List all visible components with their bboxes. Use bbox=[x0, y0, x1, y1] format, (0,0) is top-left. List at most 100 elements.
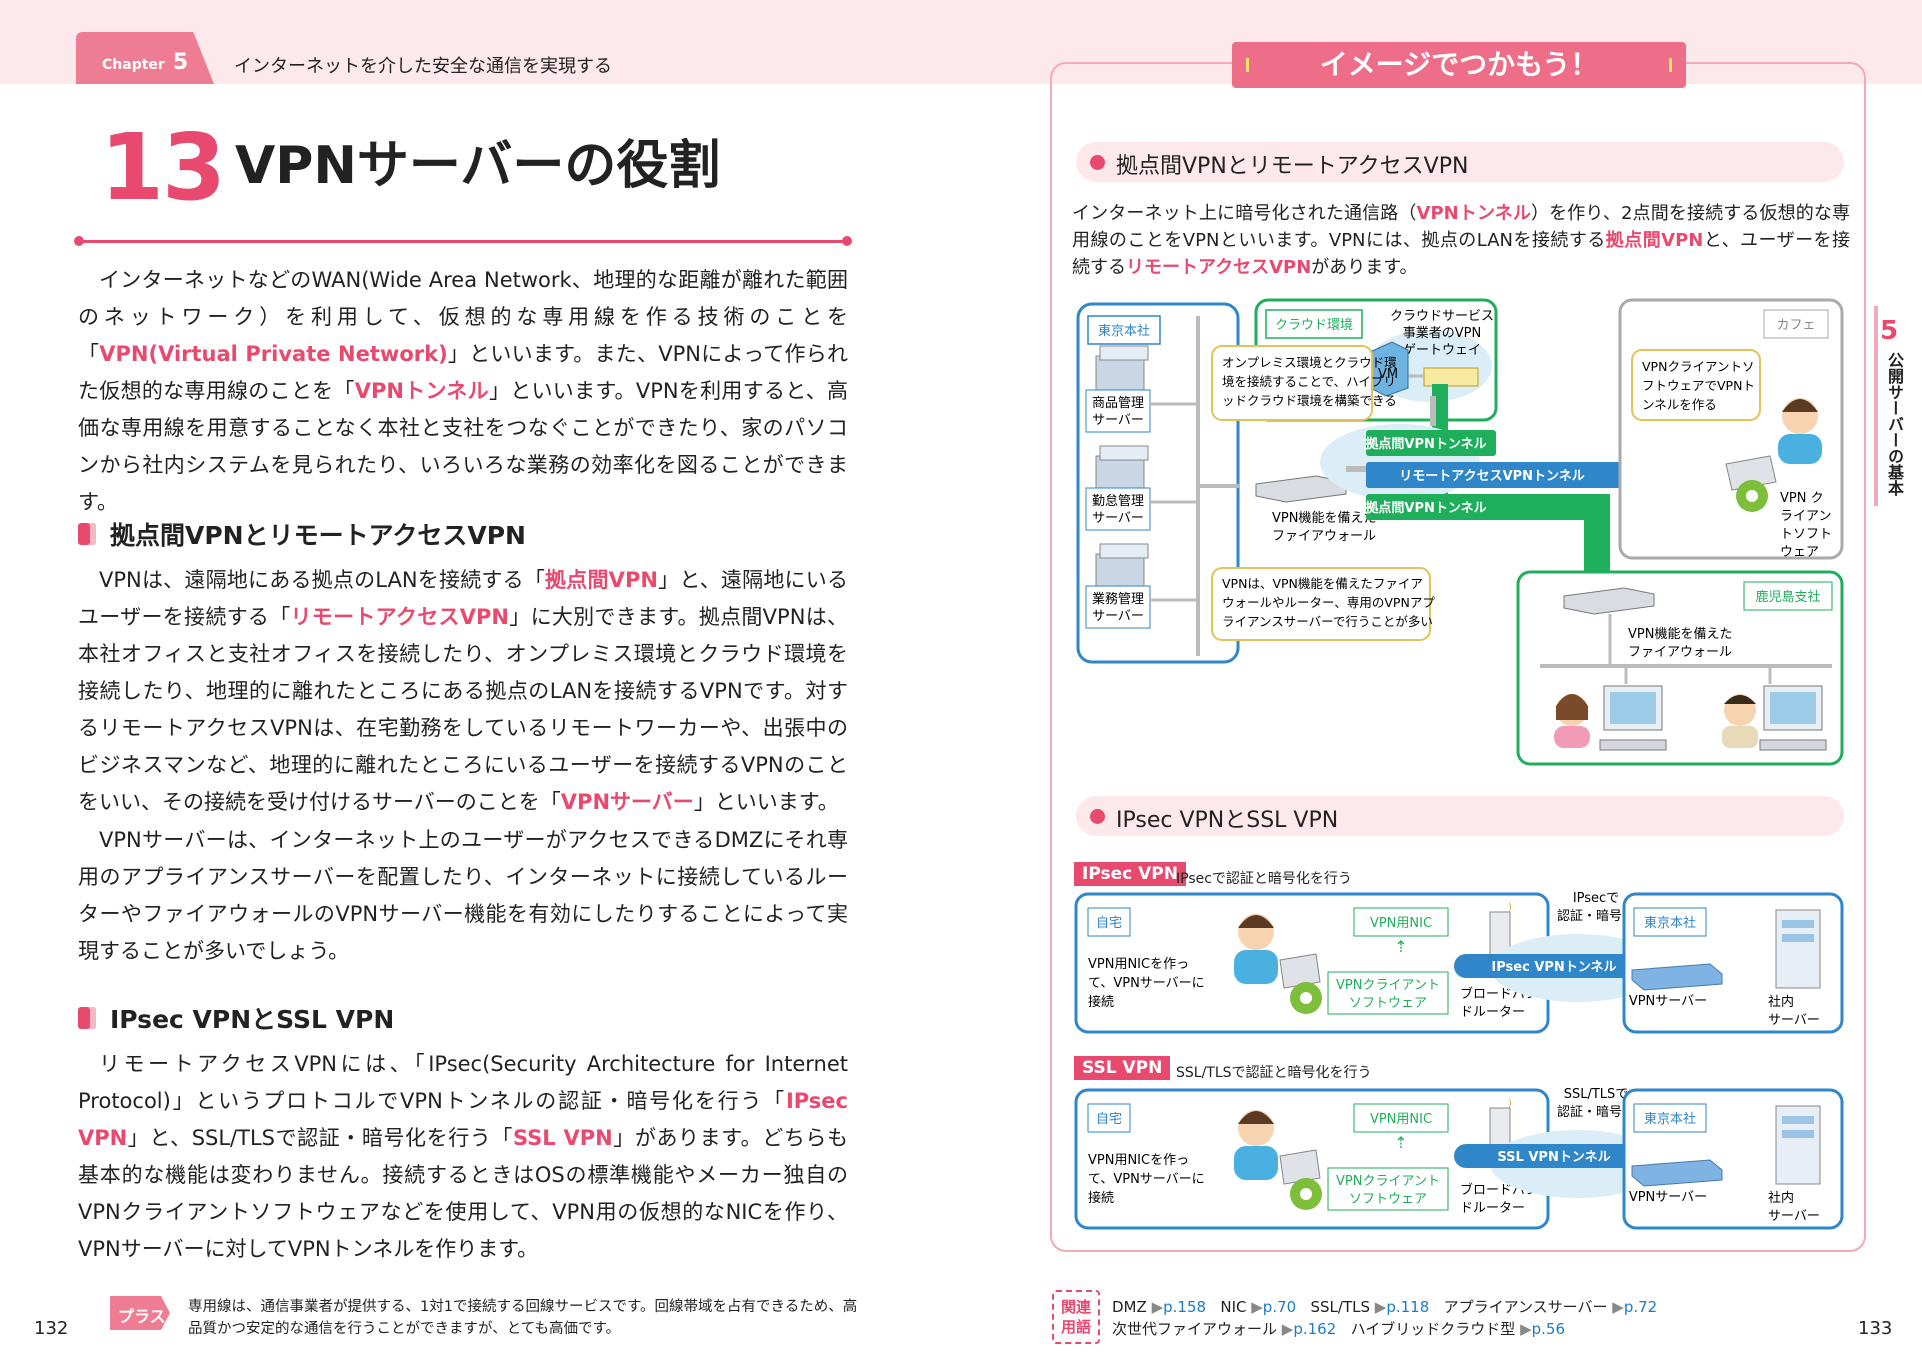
branch-fw-label-a: VPN機能を備えた bbox=[1628, 626, 1732, 642]
server-3-label-a: 業務管理 bbox=[1092, 591, 1144, 607]
server-1-label-b: サーバー bbox=[1092, 413, 1144, 428]
related-term: アプライアンスサーバー bbox=[1443, 1298, 1608, 1316]
server-tower-icon bbox=[1775, 1105, 1821, 1185]
bubble-3-line-c: ンネルを作る bbox=[1642, 397, 1717, 412]
server-icon bbox=[1095, 345, 1149, 397]
router-label-b: ドルーター bbox=[1460, 1005, 1525, 1020]
client-label-b: ライアン bbox=[1780, 509, 1831, 524]
related-page-link[interactable]: p.72 bbox=[1623, 1298, 1658, 1316]
ssl-tunnel-label: SSL VPNトンネル bbox=[1497, 1150, 1610, 1165]
vm-link bbox=[1430, 396, 1436, 426]
footnote-text: 専用線は、通信事業者が提供する、1対1で接続する回線サービスです。回線帯域を占有… bbox=[188, 1299, 858, 1337]
page-number-left: 132 bbox=[34, 1318, 69, 1339]
person-icon bbox=[1722, 694, 1758, 748]
cafe-label-box bbox=[1763, 309, 1829, 339]
home-desc-c: 接続 bbox=[1088, 1190, 1114, 1206]
related-page-link[interactable]: p.118 bbox=[1386, 1298, 1430, 1316]
desktop-computer-icon bbox=[1759, 685, 1827, 751]
ssl-note-a: SSL/TLSで bbox=[1564, 1087, 1629, 1102]
related-term: SSL/TLS bbox=[1310, 1298, 1371, 1316]
home-label-box bbox=[1087, 1103, 1131, 1133]
paragraph-3: VPNサーバーは、インターネット上のユーザーがアクセスできるDMZにそれ専用のア… bbox=[78, 828, 848, 963]
ipsec-note-a: IPsecで bbox=[1573, 891, 1619, 906]
vpn-client-a: VPNクライアント bbox=[1336, 978, 1440, 993]
server-tower-icon bbox=[1775, 909, 1821, 989]
fw-label-a: VPN機能を備えた bbox=[1272, 510, 1376, 526]
section-number: 13 bbox=[100, 114, 226, 221]
image-banner: イメージでつかもう！ bbox=[1232, 42, 1686, 88]
vpn-server-label: VPNサーバー bbox=[1629, 1190, 1707, 1205]
bubble-1-line-c: ッドクラウド環境を構築できる bbox=[1222, 393, 1397, 408]
ssl-diagram: 自宅 VPN用NICを作っ て、VPNサーバーに 接続 VPN用NIC ⇡ VP… bbox=[1074, 1087, 1844, 1230]
server-3-label-b: サーバー bbox=[1092, 609, 1144, 624]
cloud-gw-label-b: 事業者のVPN bbox=[1403, 325, 1481, 341]
vpn-gateway-icon bbox=[1423, 367, 1479, 387]
server-label-box bbox=[1085, 389, 1151, 433]
related-term: ハイブリッドクラウド型 bbox=[1350, 1320, 1516, 1338]
vpn-server-icon bbox=[1631, 963, 1723, 991]
vpn-nic-label: VPN用NIC bbox=[1370, 1112, 1432, 1127]
bubble-1-line-a: オンプレミス環境とクラウド環 bbox=[1222, 355, 1397, 370]
svg-text:): ) bbox=[1508, 1098, 1512, 1109]
internal-server-b: サーバー bbox=[1768, 1013, 1820, 1028]
ipsec-desc: IPsecで認証と暗号化を行う bbox=[1176, 871, 1352, 887]
tunnel-3-label: 拠点間VPNトンネル bbox=[1365, 500, 1486, 516]
internal-server-a: 社内 bbox=[1768, 1190, 1794, 1206]
server-1-label-a: 商品管理 bbox=[1092, 396, 1144, 411]
laptop-icon bbox=[1279, 1149, 1321, 1185]
paragraph-1: インターネットなどのWAN(Wide Area Network、地理的な距離が離… bbox=[78, 268, 848, 514]
vm-label: VM bbox=[1378, 367, 1398, 382]
intro-text: インターネット上に暗号化された通信路（VPNトンネル）を作り、2点間を接続する仮… bbox=[1072, 203, 1851, 278]
firewall-icon bbox=[1563, 587, 1655, 615]
home-desc-c: 接続 bbox=[1088, 994, 1114, 1010]
server-label-box bbox=[1085, 585, 1151, 629]
fw-label-b: ファイアウォール bbox=[1272, 529, 1376, 544]
ipsec-tag: IPsec VPN bbox=[1074, 862, 1186, 886]
tunnel-2-label: リモートアクセスVPNトンネル bbox=[1399, 469, 1585, 484]
related-page-link[interactable]: p.70 bbox=[1262, 1298, 1297, 1316]
related-page-link[interactable]: p.162 bbox=[1293, 1320, 1337, 1338]
laptop-icon bbox=[1279, 953, 1321, 989]
chapter-number: 5 bbox=[172, 50, 189, 75]
home-label: 自宅 bbox=[1096, 1112, 1122, 1127]
related-page-link[interactable]: p.158 bbox=[1163, 1298, 1207, 1316]
vpn-nic-label: VPN用NIC bbox=[1370, 916, 1432, 931]
svg-text:): ) bbox=[1508, 902, 1512, 913]
branch-label-box bbox=[1743, 581, 1833, 611]
person-icon bbox=[1554, 694, 1590, 748]
related-term: NIC bbox=[1220, 1298, 1247, 1316]
gear-icon bbox=[1290, 982, 1322, 1014]
ipsec-note-b: 認証・暗号化 bbox=[1557, 908, 1635, 924]
side-tab-text: 公開サーバーの基本 bbox=[1885, 352, 1904, 496]
vpn-server-label: VPNサーバー bbox=[1629, 994, 1707, 1009]
home-desc-a: VPN用NICを作っ bbox=[1088, 957, 1189, 972]
bubble-1-line-b: 境を接続することで、ハイブリ bbox=[1222, 374, 1396, 389]
vpn-client-b: ソフトウェア bbox=[1349, 1192, 1427, 1207]
server-label-box bbox=[1085, 487, 1151, 531]
related-terms: DMZ ▶p.158 NIC ▶p.70 SSL/TLS ▶p.118 アプライ… bbox=[1112, 1298, 1658, 1338]
chapter-title: インターネットを介した安全な通信を実現する bbox=[234, 56, 612, 77]
related-term: DMZ bbox=[1112, 1298, 1147, 1316]
vpn-network-diagram: 東京本社 商品管理 サーバー 勤怠管理 サーバー 業務管理 サーバー クラウド環… bbox=[1076, 298, 1844, 766]
vpn-client-box bbox=[1327, 1167, 1449, 1211]
subheading-2: IPsec VPNとSSL VPN bbox=[78, 1000, 394, 1036]
hq-label: 東京本社 bbox=[1644, 1111, 1696, 1127]
page-number-right: 133 bbox=[1858, 1318, 1893, 1339]
internal-server-a: 社内 bbox=[1768, 994, 1794, 1010]
home-desc-b: て、VPNサーバーに bbox=[1088, 976, 1205, 991]
tunnel-site-to-site-1 bbox=[1366, 430, 1496, 456]
ipsec-diagram: 自宅 VPN用NICを作っ て、VPNサーバーに 接続 VPN用NIC ⇡ VP… bbox=[1074, 891, 1844, 1034]
person-icon bbox=[1778, 398, 1822, 464]
pill-heading-1: 拠点間VPNとリモートアクセスVPN bbox=[1076, 142, 1844, 182]
arrow-up-icon: ⇡ bbox=[1394, 1133, 1407, 1152]
person-icon bbox=[1234, 914, 1278, 984]
related-page-link[interactable]: p.56 bbox=[1531, 1320, 1565, 1338]
firewall-icon bbox=[1255, 475, 1347, 503]
cafe-label: カフェ bbox=[1776, 318, 1815, 333]
ssl-tunnel bbox=[1454, 1144, 1654, 1168]
related-terms-label: 関連用語 bbox=[1052, 1290, 1100, 1344]
branch-label: 鹿児島支社 bbox=[1755, 589, 1820, 605]
bubble-2-line-a: VPNは、VPN機能を備えたファイア bbox=[1222, 576, 1423, 591]
hq-label-box bbox=[1087, 315, 1161, 345]
